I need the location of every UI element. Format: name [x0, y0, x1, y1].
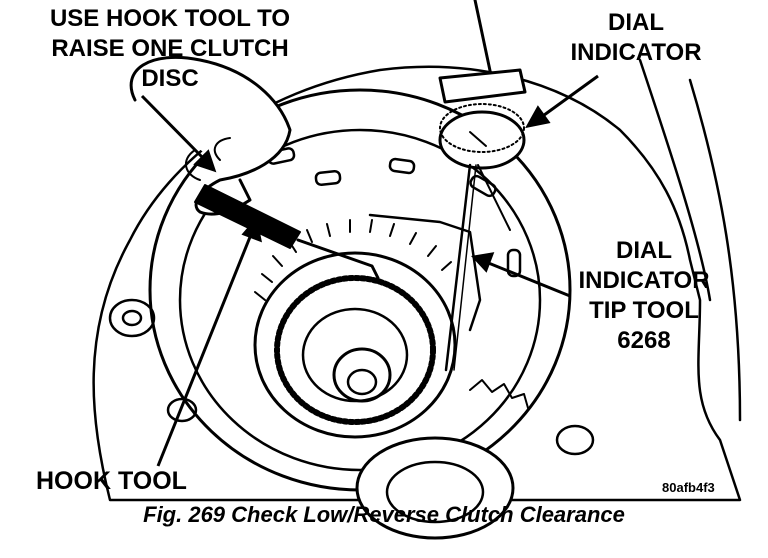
- callout-line: DIAL: [608, 9, 664, 36]
- callout-line: INDICATOR: [578, 267, 710, 294]
- callout-line: TIP TOOL: [589, 297, 699, 324]
- callout-line: DIAL: [616, 237, 672, 264]
- callout-line: USE HOOK TOOL TO: [49, 5, 291, 32]
- transmission-case: [92, 65, 742, 502]
- hook-tool-handle: [194, 184, 301, 249]
- clutch-splines: [254, 219, 452, 301]
- tip-tool-rod: [444, 163, 472, 372]
- clutch-pack-ring: [274, 275, 436, 425]
- figure-code: 80afb4f3: [662, 480, 715, 495]
- indicator-stand: [473, 0, 494, 82]
- bolt-boss: [166, 397, 198, 423]
- case-right-edge-2: [688, 78, 742, 422]
- callout-hook-tool: HOOK TOOL: [36, 467, 187, 495]
- hand: [129, 55, 292, 216]
- dial-face: [438, 110, 526, 170]
- callout-dial-indicator: DIAL INDICATOR: [548, 8, 724, 68]
- pressure-plate-bracket: [368, 213, 482, 332]
- clutch-drum-inner: [178, 128, 542, 472]
- tip-tool-rod-2: [453, 164, 477, 371]
- figure-caption: Fig. 269 Check Low/Reverse Clutch Cleara…: [143, 502, 625, 527]
- callout-line: DISC: [141, 65, 199, 92]
- stand-rod: [477, 164, 511, 231]
- drum-slot: [506, 248, 522, 278]
- drive-gear: [355, 436, 515, 540]
- hook-tool-shaft: [296, 238, 380, 280]
- callout-line: 6268: [617, 327, 671, 354]
- case-right-edge: [638, 58, 712, 302]
- input-shaft: [346, 368, 378, 396]
- leader-lines: [140, 74, 599, 467]
- drive-gear-hub: [385, 460, 485, 524]
- bolt-boss: [108, 298, 156, 338]
- drum-slot: [314, 170, 342, 186]
- callout-dial-indicator-tip-tool: DIAL INDICATOR TIP TOOL 6268: [556, 236, 732, 356]
- hand-fingers: [185, 137, 231, 181]
- indicator-clamp: [438, 68, 527, 104]
- callout-use-hook-tool: USE HOOK TOOL TO RAISE ONE CLUTCH DISC: [20, 4, 320, 94]
- drum-slot: [388, 157, 416, 175]
- clutch-hub-inner: [332, 347, 392, 403]
- gear-teeth: [469, 379, 529, 409]
- dial-bezel: [439, 103, 525, 153]
- callout-line: INDICATOR: [570, 39, 702, 66]
- callout-line: RAISE ONE CLUTCH: [51, 35, 289, 62]
- bolt-boss: [555, 424, 595, 456]
- bolt-boss: [121, 309, 143, 327]
- clutch-pack-outer: [253, 251, 457, 439]
- dial-needle: [469, 131, 487, 147]
